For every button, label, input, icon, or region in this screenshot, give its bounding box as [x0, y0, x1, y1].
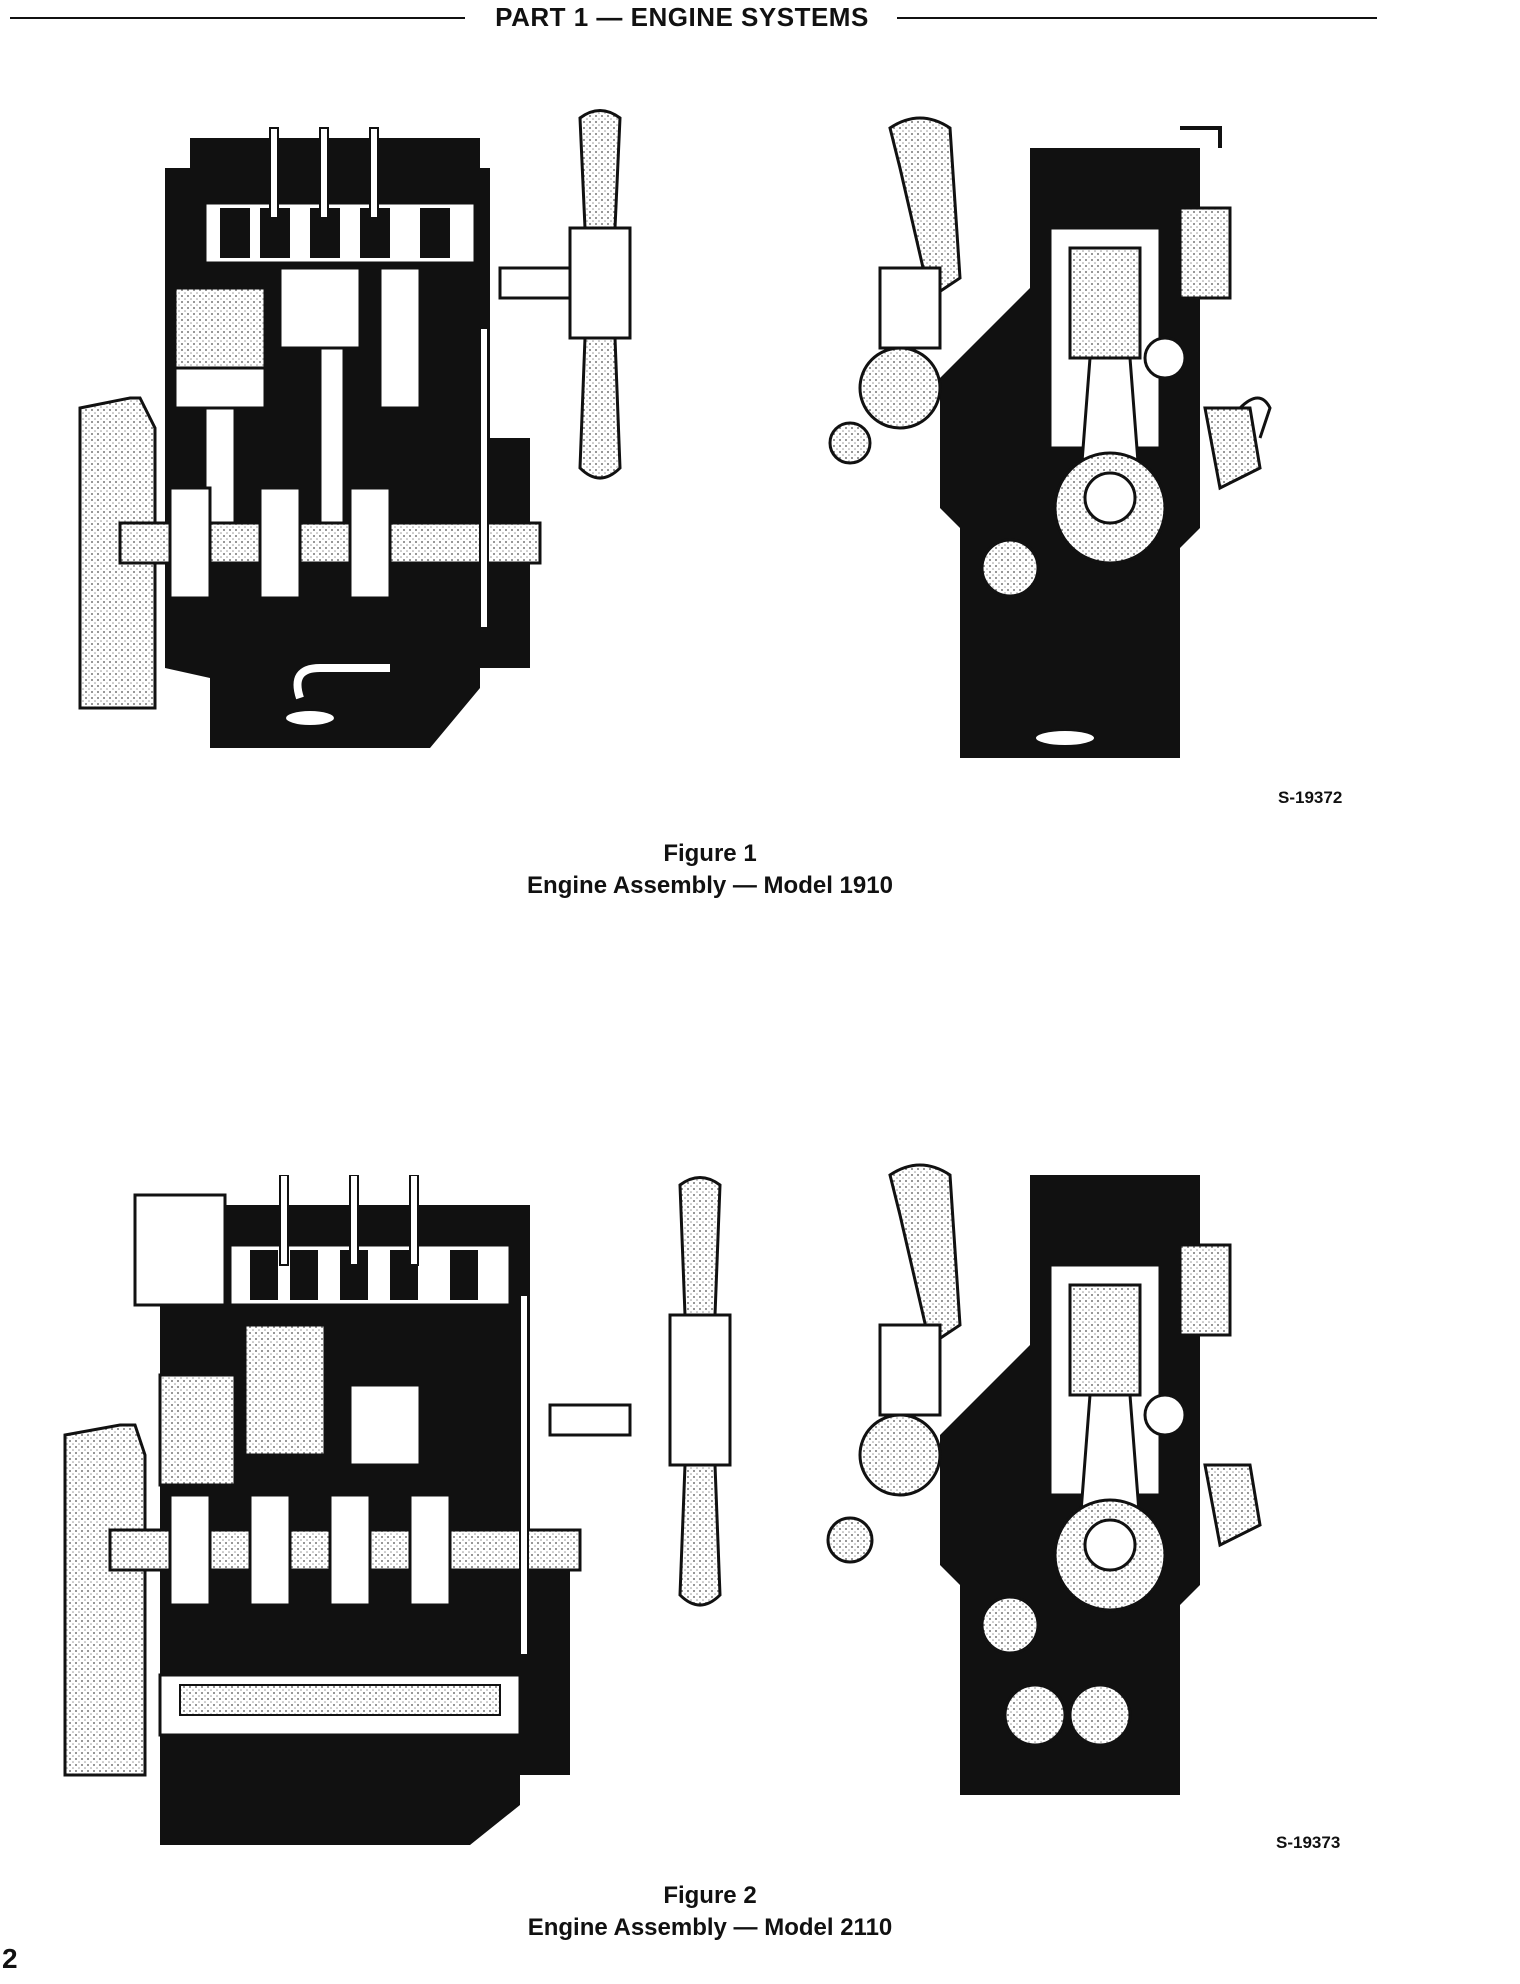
header-rule-left: [10, 17, 465, 19]
header-rule-right: [897, 17, 1377, 19]
page-header: PART 1 — ENGINE SYSTEMS: [0, 0, 1520, 40]
figure-2-front-view-illustration: [820, 1155, 1340, 1855]
figure-caption: Figure 1 Engine Assembly — Model 1910: [380, 838, 1040, 902]
figure-description: Engine Assembly — Model 1910: [527, 872, 893, 899]
page-number: 2: [2, 1943, 18, 1974]
figure-number: Figure 1: [663, 840, 757, 867]
figure-1-front-view-illustration: [820, 108, 1340, 788]
figure-2-side-view-illustration: [50, 1175, 750, 1855]
figure-caption: Figure 2 Engine Assembly — Model 2110: [380, 1880, 1040, 1944]
figure-ref-code: S-19373: [1276, 1833, 1341, 1852]
figure-ref-code: S-19372: [1278, 788, 1343, 807]
figure-description: Engine Assembly — Model 2110: [527, 1914, 893, 1941]
figure-1-side-view-illustration: [60, 108, 760, 788]
figure-number: Figure 2: [663, 1882, 757, 1909]
section-title: PART 1 — ENGINE SYSTEMS: [495, 2, 869, 32]
